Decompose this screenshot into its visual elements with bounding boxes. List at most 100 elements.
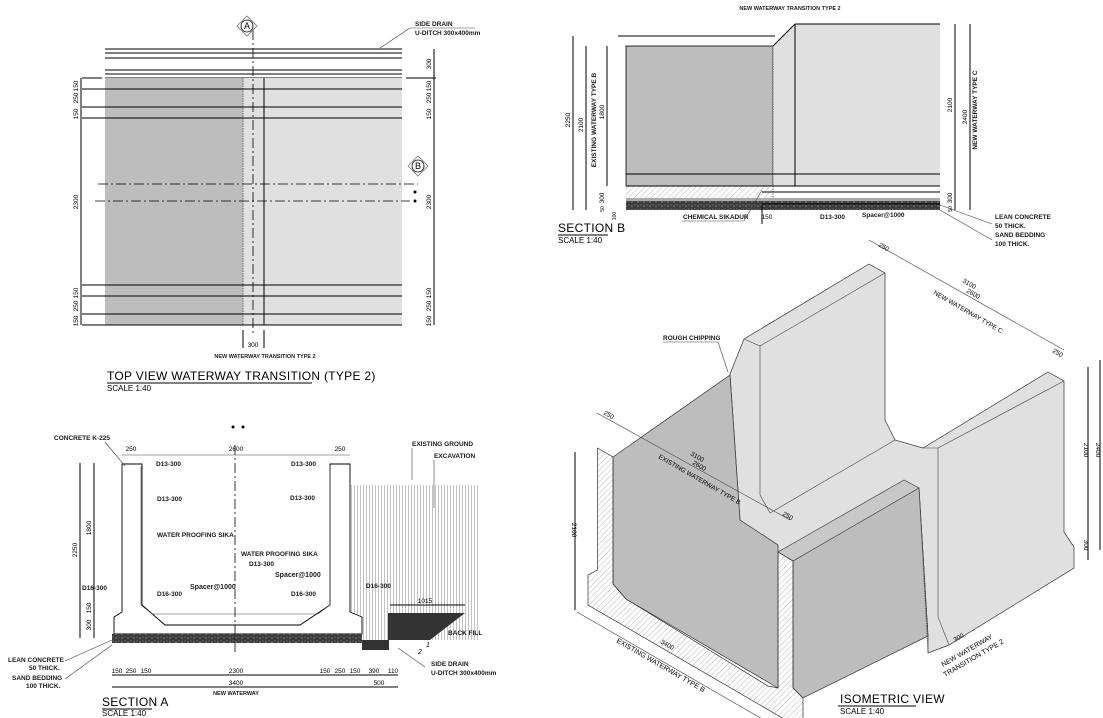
existing-waterway-plan [105,78,243,325]
dim: 150 [350,668,361,675]
view-scale: SCALE 1:40 [107,384,152,393]
dim: 250 [73,92,80,103]
side-drain-label: SIDE DRAIN [431,661,469,668]
side-drain-plan [105,48,402,79]
dim: 250 [781,511,794,523]
dim: 110 [388,668,399,675]
dim: 150 [86,602,93,613]
marker-b-label: B [415,161,421,171]
dim: 2100 [947,97,954,112]
back-fill-label: BACK FILL [448,630,482,637]
section-b: NEW WATERWAY TRANSITION TYPE 2 2250 2100… [558,6,1052,248]
slope-ratio-vertical: 1 [426,642,430,649]
dim: 2600 [965,288,981,301]
dim: 100 [612,212,618,221]
u-ditch-label: U-DITCH 300x400mm [431,670,497,677]
dim: 2100 [570,523,577,538]
dims-right: 300 150 250 150 2300 150 250 150 [426,49,435,326]
dim: 150 [762,214,773,221]
view-title: SECTION A [102,695,169,709]
sand-bedding-label: SAND BEDDING [12,675,62,682]
view-title: TOP VIEW WATERWAY TRANSITION (TYPE 2) [107,369,376,383]
sand-bedding-label: SAND BEDDING [995,232,1045,239]
rough-chipping-label: ROUGH CHIPPING [663,335,720,342]
dim-total: 3400 [229,680,244,687]
dim: 50 [600,206,606,212]
chemical-sikadur-label: CHEMICAL SIKADUR [683,214,749,221]
existing-wall-elevation [625,45,774,187]
transition-plan [243,78,264,325]
dim: 300 [947,192,954,203]
dim: 150 [320,668,331,675]
rebar-label: D13-300 [291,461,316,468]
concrete-k225-label: CONCRETE K-225 [54,435,110,442]
dim: 150 [426,108,433,119]
sand-thickness-label: 100 THICK. [995,241,1030,248]
lean-thickness-label: 50 THICK. [29,665,60,672]
transition-label: NEW WATERWAY TRANSITION TYPE 2 [739,6,840,12]
marker-a-label: A [244,21,250,31]
rebar-label: D16-300 [157,591,182,598]
slope-ratio-horizontal: 2 [417,649,422,656]
dim: 150 [73,287,80,298]
dim: 2100 [578,117,585,132]
dim: 250 [1051,348,1064,360]
dim: 250 [602,410,615,422]
lean-concrete-band [626,201,940,210]
view-scale: SCALE 1:40 [102,709,147,718]
transition-elevation [773,24,940,186]
dim: 150 [73,315,80,326]
new-waterway-type-c-label: NEW WATERWAY TYPE C [932,290,1004,336]
sand-thickness-label: 100 THICK. [26,683,61,690]
view-title: ISOMETRIC VIEW [840,692,945,706]
dim: 2400 [962,109,969,124]
transition-label: NEW WATERWAY TRANSITION TYPE 2 [214,354,315,360]
rebar-label: D16-300 [291,591,316,598]
section-a: 250 2600 250 CONCRETE K-225 D13-300 D13-… [8,420,497,718]
dim: 250 [335,446,346,453]
lean-concrete-label: LEAN CONCRETE [995,214,1052,221]
waterproofing-label: WATER PROOFING SIKA [241,551,318,558]
dim: 2300 [229,668,244,675]
marker-b: B [407,155,429,177]
dim: 1800 [86,520,93,535]
view-scale: SCALE 1:40 [840,707,885,716]
top-view: A B SIDE DRAIN U-DITCH 300x400mm 150 250… [73,15,481,393]
dim: 1800 [599,104,606,119]
rebar-label: D13-300 [249,561,274,568]
dim: 2100 [1082,443,1089,458]
view-scale: SCALE 1:40 [558,236,603,245]
dim: 250 [426,92,433,103]
rebar-label: D13-300 [290,495,315,502]
new-waterway-label: NEW WATERWAY TYPE C [972,70,979,150]
section-cut-face [587,447,804,718]
view-title: SECTION B [558,221,625,235]
existing-waterway-label: EXISTING WATERWAY TYPE B [591,72,598,167]
dim: 2250 [72,542,79,557]
dim: 250 [877,242,890,254]
dim: 150 [73,108,80,119]
lean-concrete-band [112,634,362,643]
dim: 2300 [426,194,433,209]
dim: 150 [426,315,433,326]
dim: 150 [73,80,80,91]
dims-left: 150 250 150 2300 150 250 150 [73,78,82,326]
dim: 150 [426,80,433,91]
dim: 250 [73,300,80,311]
dim: 150 [112,668,123,675]
isometric-view: ROUGH CHIPPING 250 3100 2600 NEW WATERWA… [570,239,1101,718]
rebar-label: D16-300 [82,585,107,592]
new-waterway-label: NEW WATERWAY [213,691,259,697]
dim: 300 [599,192,606,203]
excavation-label: EXCAVATION [434,453,475,460]
dim-transition-width: 300 [248,342,259,349]
rebar-label: D16-300 [366,583,391,590]
dim: 2250 [565,112,572,127]
existing-ground-label: EXISTING GROUND [412,441,473,448]
dim: 150 [141,668,152,675]
dim: 2400 [1094,443,1101,458]
back-fill [388,613,465,640]
dim: 150 [426,287,433,298]
